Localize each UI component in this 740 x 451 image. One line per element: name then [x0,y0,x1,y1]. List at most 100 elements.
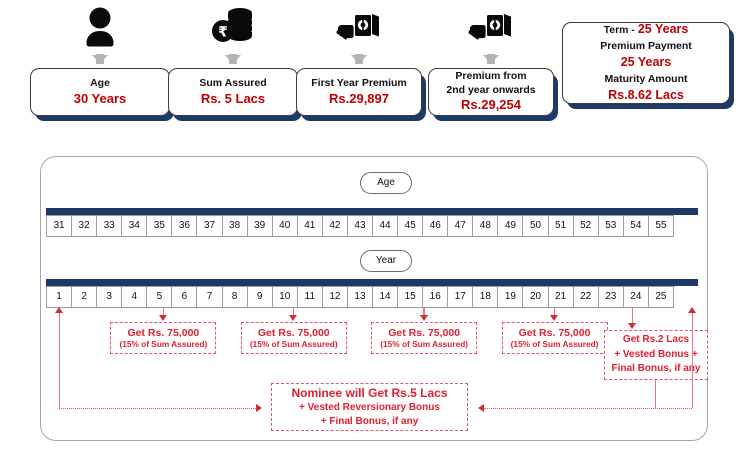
age-cell[interactable]: 39 [246,215,273,237]
age-cell[interactable]: 43 [346,215,374,237]
card-body: Premium from 2nd year onwards Rs.29,254 [428,68,554,116]
year1-up-arrow-icon [55,307,63,313]
card-body: First Year Premium Rs.29,897 [296,68,422,116]
age-cell[interactable]: 38 [221,215,248,237]
age-cell[interactable]: 34 [121,215,148,237]
summary-premium-label: Premium Payment [600,40,692,53]
hand-cash-icon [296,0,422,52]
benefit-callout-box: Get Rs. 75,000(15% of Sum Assured) [371,322,478,354]
card-value: Rs.29,254 [461,97,521,113]
maturity-connector-line [632,308,634,324]
age-cell[interactable]: 44 [372,215,399,237]
year-cell[interactable]: 1 [46,286,73,308]
year-cell[interactable]: 21 [547,286,574,308]
card-frame: First Year Premium Rs.29,897 [296,68,426,121]
age-cell[interactable]: 46 [422,215,449,237]
down-arrow-gray-icon [225,54,241,64]
header-card-age: Age 30 Years [30,0,174,121]
year-cell[interactable]: 12 [321,286,348,308]
age-cell[interactable]: 42 [321,215,348,237]
age-cell[interactable]: 45 [397,215,424,237]
year-cell[interactable]: 18 [472,286,499,308]
year-cell[interactable]: 8 [221,286,248,308]
age-cell[interactable]: 47 [447,215,474,237]
age-row-bar [46,208,698,215]
age-pill-label: Age [360,172,412,194]
year-cell[interactable]: 15 [397,286,424,308]
age-cell[interactable]: 49 [497,215,524,237]
year-cell[interactable]: 10 [271,286,298,308]
header-card-premium-onwards: Premium from 2nd year onwards Rs.29,254 [428,0,558,121]
nominee-right-arrowhead-icon [478,404,484,412]
age-cell[interactable]: 33 [96,215,123,237]
down-arrow-gray-icon [483,54,499,64]
year-cell[interactable]: 13 [346,286,374,308]
year-cell[interactable]: 5 [146,286,173,308]
age-cell[interactable]: 52 [572,215,599,237]
benefit-connector-line [423,308,425,316]
card-label: Age [90,77,110,90]
summary-premium-row: 25 Years [621,54,672,72]
nominee-left-dotted-line [59,408,256,409]
year-cell[interactable]: 14 [372,286,399,308]
coin-stack-rupee-icon: ₹ [168,0,298,52]
card-label-line1: Premium from [455,70,527,83]
header-card-sum-assured: ₹ Sum Assured Rs. 5 Lacs [168,0,302,121]
age-cell[interactable]: 37 [196,215,223,237]
maturity-callout-box: Get Rs.2 Lacs + Vested Bonus + Final Bon… [604,330,708,380]
age-cell[interactable]: 35 [146,215,173,237]
year-cell[interactable]: 17 [447,286,474,308]
year-cell[interactable]: 2 [71,286,98,308]
year-cell[interactable]: 20 [522,286,549,308]
benefit-down-arrow-icon [289,315,298,321]
benefit-connector-line [162,308,165,316]
summary-maturity-label: Maturity Amount [604,72,688,85]
benefit-subtitle: (15% of Sum Assured) [249,339,338,350]
age-cell[interactable]: 53 [597,215,624,237]
card-frame: Age 30 Years [30,68,174,121]
benefit-title: Get Rs. 75,000 [127,326,200,339]
maturity-line-2: + Vested Bonus + [614,348,698,360]
age-cell[interactable]: 31 [46,215,73,237]
age-cell[interactable]: 54 [622,215,649,237]
benefit-subtitle: (15% of Sum Assured) [119,339,208,350]
benefit-connector-line [293,308,295,316]
maturity-down-arrow-icon [628,323,637,329]
age-cell[interactable]: 51 [547,215,574,237]
summary-maturity-value: Rs.8.62 Lacs [608,87,684,102]
age-cell[interactable]: 41 [296,215,323,237]
year-cell[interactable]: 11 [296,286,323,308]
nominee-line-2: + Vested Reversionary Bonus [299,402,440,414]
card-value: Rs. 5 Lacs [200,90,266,106]
age-cell[interactable]: 55 [647,215,674,237]
year-cell[interactable]: 19 [497,286,524,308]
age-cell[interactable]: 50 [522,215,549,237]
year-cell[interactable]: 7 [196,286,223,308]
benefit-subtitle: (15% of Sum Assured) [380,339,469,350]
year-cell[interactable]: 3 [96,286,123,308]
benefit-title: Get Rs. 75,000 [257,326,330,339]
year-cell[interactable]: 22 [572,286,599,308]
card-frame: Premium from 2nd year onwards Rs.29,254 [428,68,558,121]
year-cell[interactable]: 24 [622,286,649,308]
summary-term-row: Term - 25 Years [604,21,689,39]
year-cell[interactable]: 6 [171,286,198,308]
down-arrow-gray-icon [92,54,108,64]
age-cell[interactable]: 48 [472,215,499,237]
age-cell[interactable]: 40 [271,215,298,237]
year-cell[interactable]: 16 [422,286,449,308]
year-cell[interactable]: 4 [121,286,148,308]
summary-maturity-row: Rs.8.62 Lacs [608,87,684,105]
nominee-line-1: Nominee will Get Rs.5 Lacs [291,385,448,400]
age-cell[interactable]: 32 [71,215,98,237]
year-cell[interactable]: 23 [597,286,624,308]
year-cell[interactable]: 25 [647,286,674,308]
benefit-down-arrow-icon [158,315,167,321]
year-cell[interactable]: 9 [246,286,273,308]
benefit-title: Get Rs. 75,000 [388,326,461,339]
header-card-first-year-premium: First Year Premium Rs.29,897 [296,0,426,121]
nominee-line-3: + Final Bonus, if any [320,415,419,427]
age-cell[interactable]: 36 [171,215,198,237]
year-pill-label: Year [360,250,412,272]
